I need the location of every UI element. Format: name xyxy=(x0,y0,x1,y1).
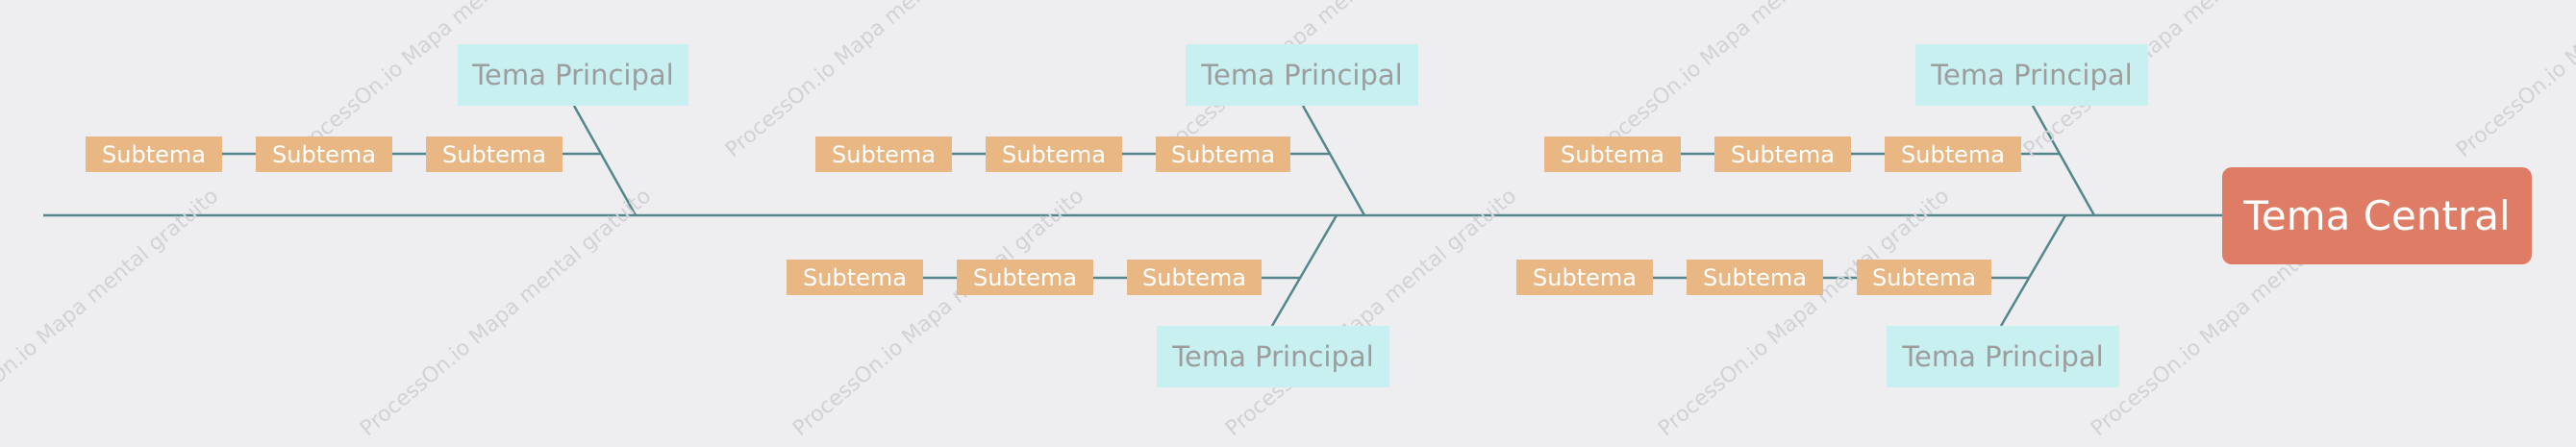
subtopic[interactable]: Subtema xyxy=(1714,137,1851,172)
subtopic[interactable]: Subtema xyxy=(1544,137,1681,172)
subtopic[interactable]: Subtema xyxy=(1127,260,1262,295)
subtopic[interactable]: Subtema xyxy=(1885,137,2021,172)
main-topic[interactable]: Tema Principal xyxy=(1157,326,1389,387)
main-topic[interactable]: Tema Principal xyxy=(458,44,688,106)
subtopic[interactable]: Subtema xyxy=(1687,260,1823,295)
subtopic[interactable]: Subtema xyxy=(787,260,923,295)
subtopic[interactable]: Subtema xyxy=(986,137,1122,172)
bone-line xyxy=(2031,105,2096,216)
subtopic[interactable]: Subtema xyxy=(957,260,1093,295)
subtopic[interactable]: Subtema xyxy=(1156,137,1290,172)
bone-line xyxy=(1301,105,1366,216)
subtopic[interactable]: Subtema xyxy=(86,137,222,172)
bone-line xyxy=(572,105,638,216)
bone-line xyxy=(1999,214,2067,327)
bone-line xyxy=(1270,214,1338,327)
subtopic[interactable]: Subtema xyxy=(1857,260,1991,295)
subtopic[interactable]: Subtema xyxy=(1516,260,1653,295)
subtopic[interactable]: Subtema xyxy=(256,137,392,172)
subtopic[interactable]: Subtema xyxy=(426,137,563,172)
main-topic[interactable]: Tema Principal xyxy=(1915,44,2148,106)
main-topic[interactable]: Tema Principal xyxy=(1186,44,1418,106)
central-topic[interactable]: Tema Central xyxy=(2222,167,2532,264)
main-topic[interactable]: Tema Principal xyxy=(1887,326,2119,387)
subtopic[interactable]: Subtema xyxy=(815,137,952,172)
